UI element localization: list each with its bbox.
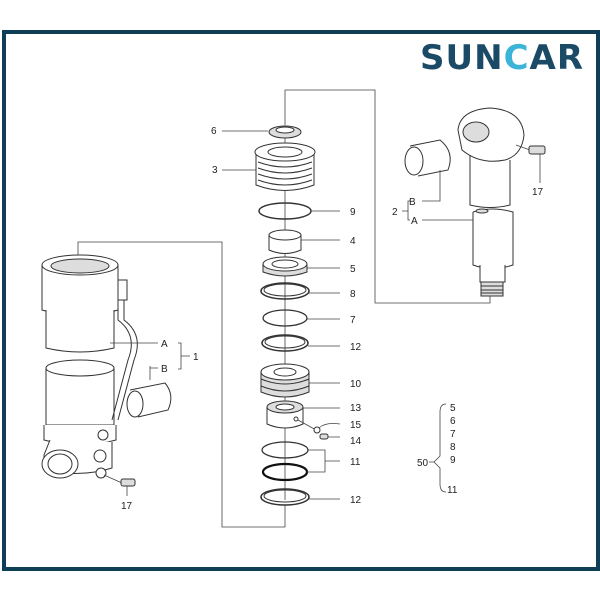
callout-1: 1 <box>193 352 199 363</box>
callout-left-a: A <box>161 339 168 350</box>
part-4-bushing <box>268 229 302 254</box>
part-10-piston <box>260 363 310 398</box>
part-15-ball <box>313 426 321 434</box>
part-2b-bushing <box>404 139 451 177</box>
callout-right-a: A <box>411 216 418 227</box>
suncar-logo: SUNCAR <box>420 38 585 78</box>
part-13-nut <box>266 400 304 429</box>
grease-nipple-17-right <box>515 144 546 183</box>
kit-item: 9 <box>450 455 456 466</box>
callout-3: 3 <box>212 165 218 176</box>
callout-15: 15 <box>350 420 362 431</box>
seal-kit-50-legend: 50 5 6 7 8 9 11 <box>417 403 458 496</box>
callout-right-17: 17 <box>532 187 544 198</box>
left-leader-lines <box>110 342 190 380</box>
assembly-line-bottom <box>77 241 286 528</box>
part-7-o-ring <box>262 309 308 327</box>
callout-7: 7 <box>350 315 356 326</box>
part-1b-bushing <box>126 382 172 418</box>
callout-14: 14 <box>350 436 362 447</box>
kit-item: 6 <box>450 416 456 427</box>
callout-13: 13 <box>350 403 362 414</box>
part-5-seal <box>262 256 308 277</box>
part-2-piston-rod <box>457 107 525 297</box>
part-12-backup-ring <box>261 334 309 352</box>
kit-label: 50 <box>417 458 429 469</box>
callout-4: 4 <box>350 236 356 247</box>
callout-5: 5 <box>350 264 356 275</box>
callout-12: 12 <box>350 342 362 353</box>
part-12-backup-ring-lower <box>260 488 310 506</box>
callout-12-lower: 12 <box>350 495 362 506</box>
callout-10: 10 <box>350 379 362 390</box>
part-14-screw <box>319 433 329 440</box>
part-3-gland <box>254 142 316 191</box>
kit-item: 8 <box>450 442 456 453</box>
callout-6: 6 <box>211 126 217 137</box>
kit-item: 5 <box>450 403 456 414</box>
right-leader-lines <box>402 170 473 221</box>
grease-nipple-17-left <box>103 474 136 496</box>
callout-8: 8 <box>350 289 356 300</box>
callout-2: 2 <box>392 207 398 218</box>
pin-line <box>297 419 317 431</box>
assembly-line-top <box>284 89 491 304</box>
callout-9: 9 <box>350 207 356 218</box>
part-6-dust-seal <box>268 125 302 139</box>
callout-right-b: B <box>409 197 416 208</box>
part-1-cylinder-body <box>41 254 138 479</box>
callout-left-b: B <box>161 364 168 375</box>
kit-item: 11 <box>447 485 458 496</box>
part-8-ring <box>260 282 310 300</box>
kit-item: 7 <box>450 429 456 440</box>
callout-11: 11 <box>350 457 361 468</box>
callout-left-17: 17 <box>121 501 133 512</box>
